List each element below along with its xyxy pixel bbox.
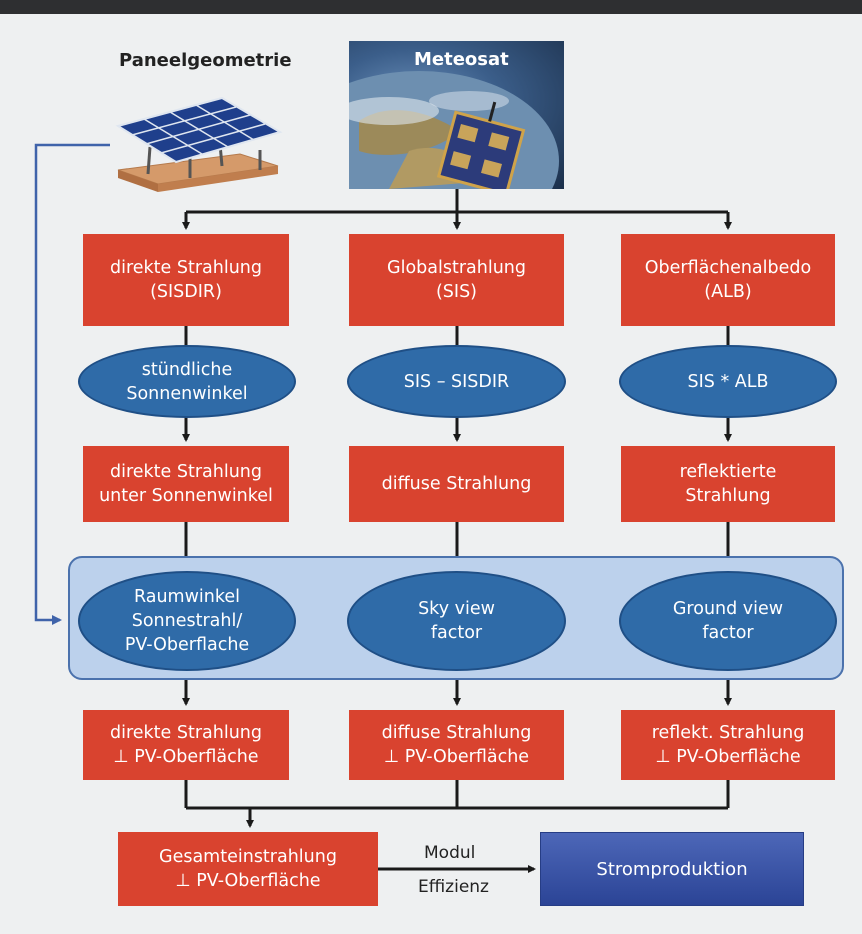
panel-geometry-label: Paneelgeometrie (119, 50, 292, 71)
box-direct-under-sun-angle: direkte Strahlung unter Sonnenwinkel (83, 446, 289, 522)
ellipse-sky-view-factor: Sky view factor (347, 571, 566, 671)
box-power-production: Stromproduktion (540, 832, 804, 906)
module-label: Modul (424, 843, 476, 863)
box-diffuse-perpendicular: diffuse Strahlung ⊥ PV-Oberfläche (349, 710, 564, 780)
efficiency-label: Effizienz (418, 877, 489, 897)
box-diffuse-radiation: diffuse Strahlung (349, 446, 564, 522)
box-direct-perpendicular: direkte Strahlung ⊥ PV-Oberfläche (83, 710, 289, 780)
box-reflected-perpendicular: reflekt. Strahlung ⊥ PV-Oberfläche (621, 710, 835, 780)
box-surface-albedo-alb: Oberflächenalbedo (ALB) (621, 234, 835, 326)
ellipse-ground-view-factor: Ground view factor (619, 571, 837, 671)
meteosat-image: Meteosat (349, 41, 564, 189)
meteosat-label: Meteosat (414, 49, 509, 70)
satellite-earth-icon (349, 71, 559, 189)
box-reflected-radiation: reflektierte Strahlung (621, 446, 835, 522)
ellipse-sis-times-alb: SIS * ALB (619, 345, 837, 418)
box-total-irradiation: Gesamteinstrahlung ⊥ PV-Oberfläche (118, 832, 378, 906)
solar-panel-icon (115, 96, 283, 192)
connector-panel-geometry (34, 143, 110, 625)
box-global-radiation-sis: Globalstrahlung (SIS) (349, 234, 564, 326)
ellipse-solid-angle: Raumwinkel Sonnestrahl/ PV-Oberflache (78, 571, 296, 671)
box-direct-radiation-sisdir: direkte Strahlung (SISDIR) (83, 234, 289, 326)
ellipse-hourly-sun-angle: stündliche Sonnenwinkel (78, 345, 296, 418)
ellipse-sis-minus-sisdir: SIS – SISDIR (347, 345, 566, 418)
top-bar (0, 0, 862, 14)
